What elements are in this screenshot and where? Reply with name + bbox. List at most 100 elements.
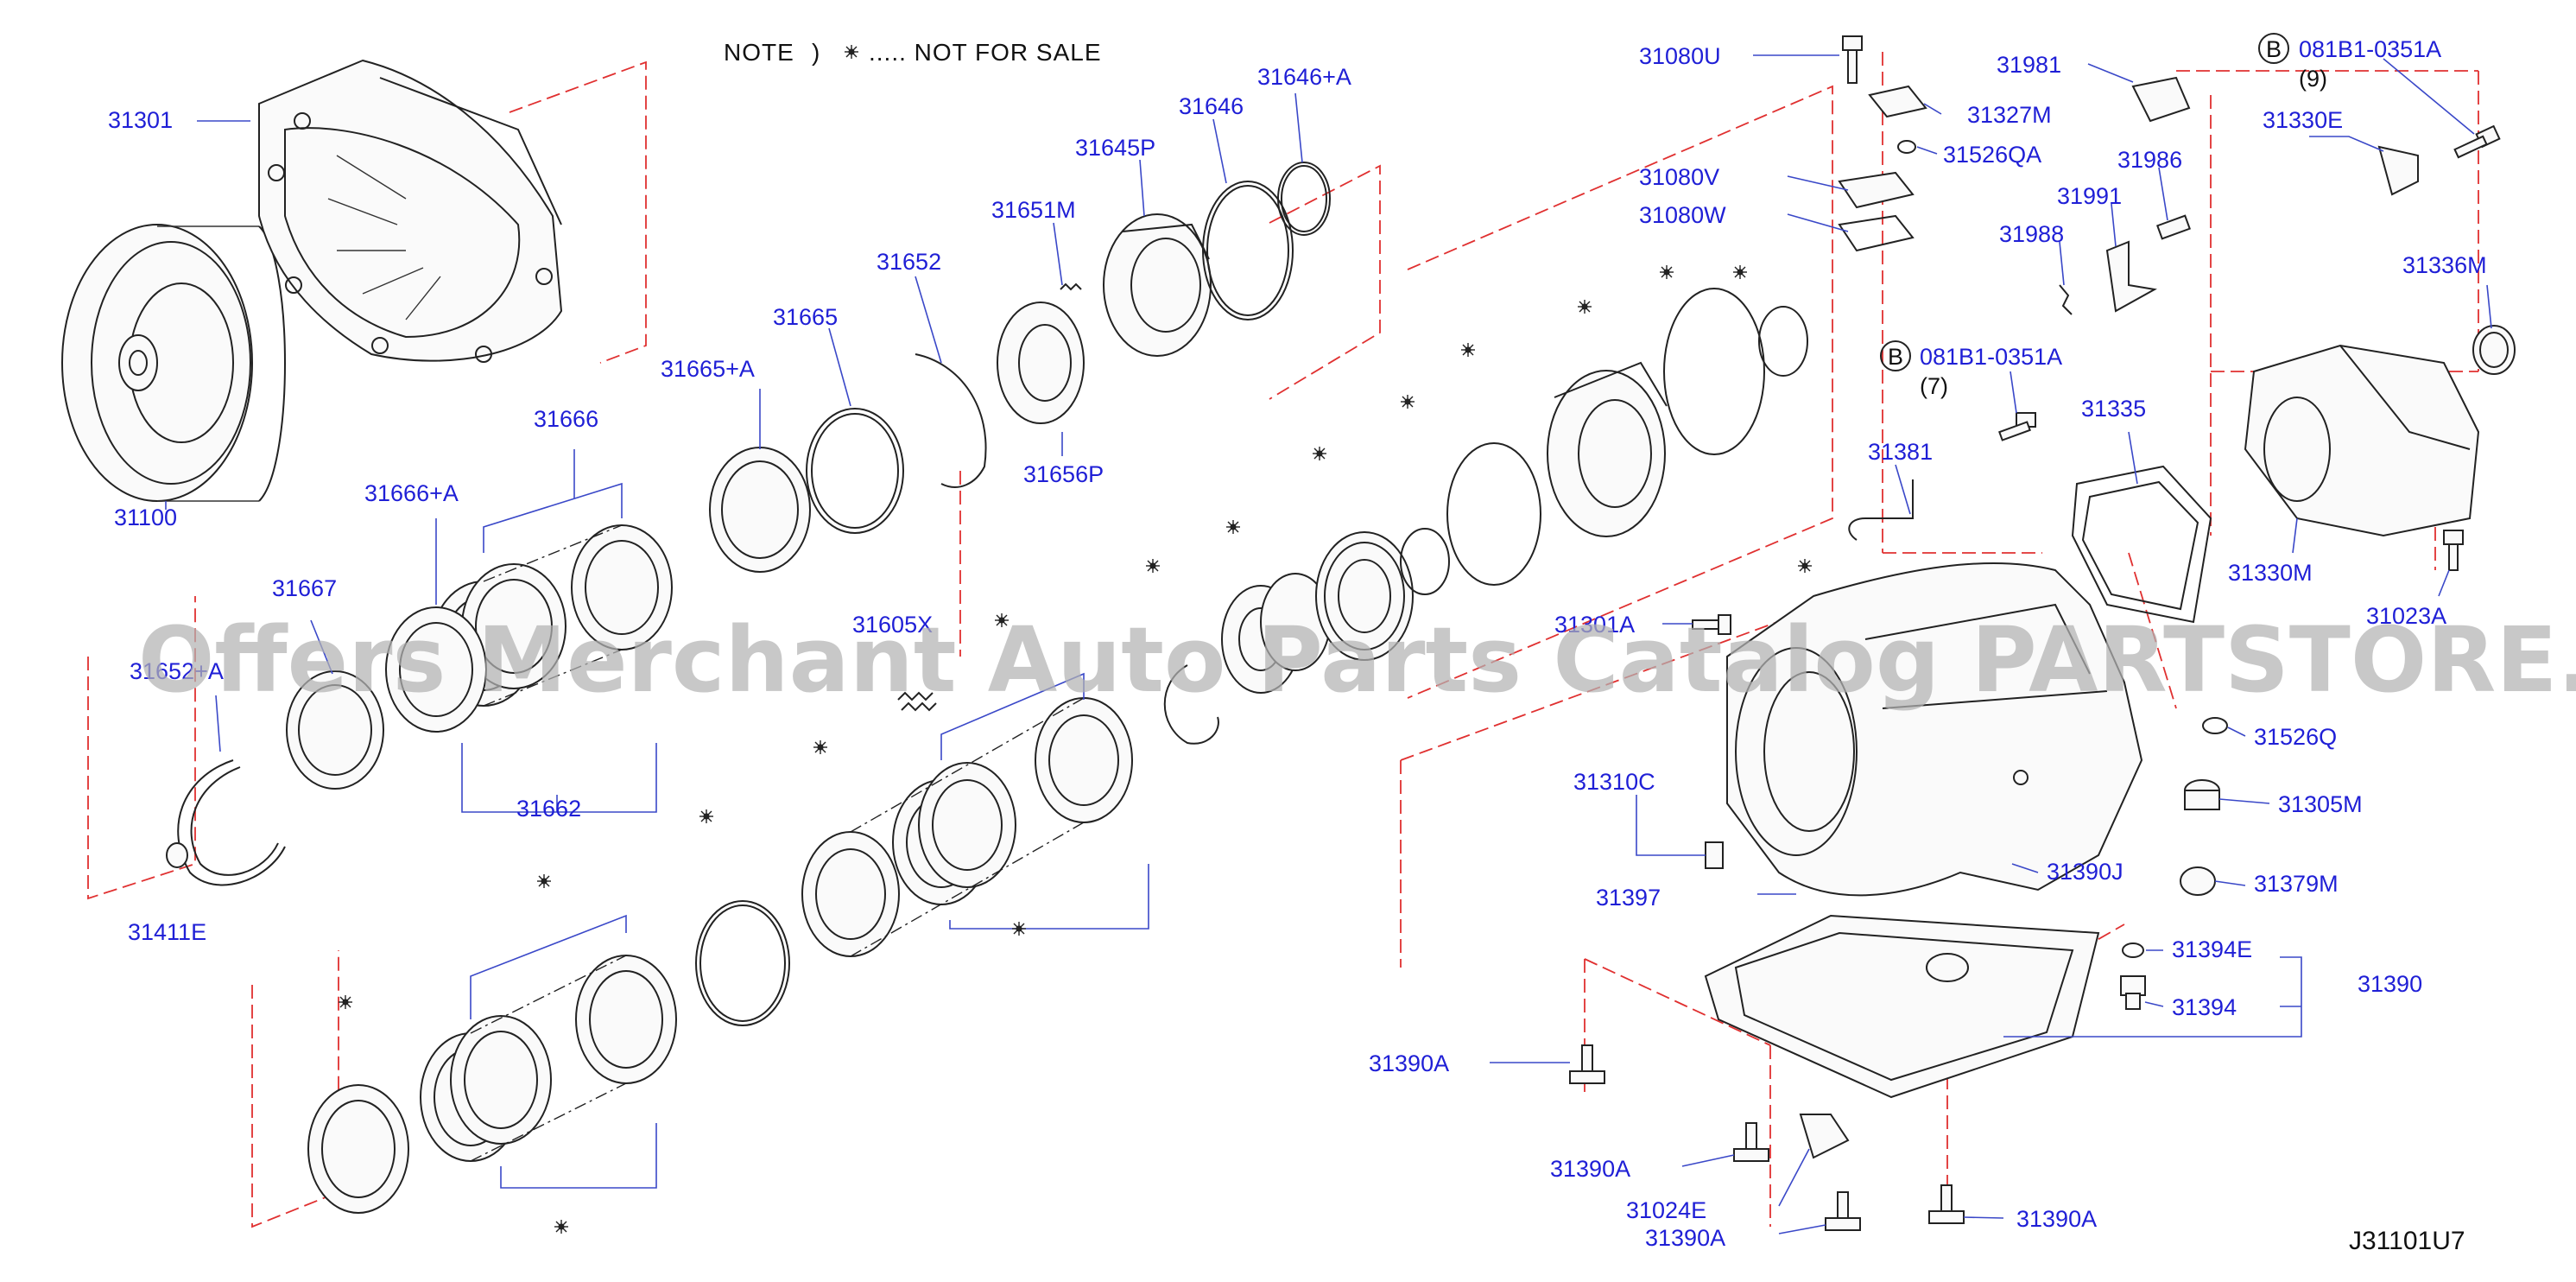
- spring-31651m[interactable]: [1060, 282, 1082, 291]
- label-31301a[interactable]: 31301A: [1554, 612, 1635, 638]
- bracket-31981[interactable]: [2131, 76, 2191, 123]
- bolt-31390a-b[interactable]: [1733, 1122, 1769, 1162]
- pin-31310c[interactable]: [1705, 841, 1724, 869]
- bolt-ref-code-upper[interactable]: 081B1-0351A: [2299, 36, 2441, 62]
- label-31646a[interactable]: 31646+A: [1257, 64, 1351, 90]
- oring-31411e[interactable]: [166, 842, 188, 868]
- oil-pan[interactable]: [1704, 914, 2100, 1099]
- label-31336m[interactable]: 31336M: [2402, 252, 2487, 278]
- label-31023a[interactable]: 31023A: [2366, 603, 2446, 629]
- bolt-081b1-lower[interactable]: [1998, 412, 2036, 441]
- snap-ring-31652[interactable]: [915, 353, 987, 488]
- label-31652[interactable]: 31652: [877, 249, 941, 275]
- piston-31645p[interactable]: [1103, 213, 1212, 357]
- label-31379m[interactable]: 31379M: [2254, 871, 2339, 897]
- clutch-pack-31662[interactable]: [385, 606, 487, 733]
- label-31394[interactable]: 31394: [2172, 994, 2237, 1020]
- label-31665[interactable]: 31665: [773, 304, 838, 330]
- label-31526q[interactable]: 31526Q: [2254, 724, 2337, 750]
- transmission-case[interactable]: [1726, 562, 2143, 897]
- label-31080u[interactable]: 31080U: [1639, 43, 1721, 69]
- clutch-plate-31667[interactable]: [286, 670, 384, 790]
- washer-31394e[interactable]: [2122, 942, 2144, 958]
- label-31024e[interactable]: 31024E: [1626, 1197, 1706, 1223]
- bolt-31301a[interactable]: [1692, 614, 1731, 635]
- seal-small-nfs[interactable]: [1400, 528, 1450, 595]
- bolt-31023a[interactable]: [2443, 530, 2464, 571]
- label-31666[interactable]: 31666: [534, 406, 598, 432]
- label-31397[interactable]: 31397: [1596, 885, 1661, 911]
- bracket-31024e[interactable]: [1799, 1114, 1850, 1159]
- seal-large-nfs[interactable]: [1446, 442, 1541, 586]
- lever-31991[interactable]: [2105, 240, 2157, 313]
- torque-converter[interactable]: [61, 224, 286, 502]
- label-31667[interactable]: 31667: [272, 575, 337, 601]
- gasket-31080v[interactable]: [1838, 171, 1915, 209]
- label-31605x[interactable]: 31605X: [852, 612, 933, 638]
- gasket-31335[interactable]: [2071, 465, 2212, 624]
- snap-ring-31665[interactable]: [806, 408, 904, 534]
- bolt-ref-lower[interactable]: B 081B1-0351A (7): [1880, 340, 2062, 399]
- oring-31526qa[interactable]: [1897, 140, 1916, 154]
- clutch-plate-31665a[interactable]: [709, 447, 811, 573]
- snap-ring-31652a[interactable]: [177, 759, 286, 886]
- label-31305m[interactable]: 31305M: [2278, 791, 2363, 817]
- label-31330e[interactable]: 31330E: [2263, 107, 2343, 133]
- label-31646[interactable]: 31646: [1179, 93, 1244, 119]
- seal-ring-31646a[interactable]: [1277, 162, 1331, 236]
- label-31645p[interactable]: 31645P: [1075, 135, 1155, 161]
- label-31390a-3[interactable]: 31390A: [1645, 1225, 1725, 1251]
- seal-ring-nfs-1[interactable]: [1663, 288, 1765, 455]
- bearing-nfs[interactable]: [1315, 531, 1414, 661]
- bolt-31390a-c[interactable]: [1825, 1191, 1861, 1231]
- label-31665a[interactable]: 31665+A: [661, 356, 755, 382]
- label-31411e[interactable]: 31411E: [128, 919, 206, 945]
- bracket-31330e[interactable]: [2377, 145, 2419, 196]
- seal-ring-31646[interactable]: [1202, 181, 1294, 320]
- converter-housing[interactable]: [258, 59, 563, 363]
- spring-retainer-31656p[interactable]: [997, 301, 1085, 424]
- label-31390j[interactable]: 31390J: [2047, 859, 2123, 885]
- bolt-31080u[interactable]: [1842, 35, 1863, 84]
- tube-31381[interactable]: [1848, 479, 1914, 541]
- label-31080w[interactable]: 31080W: [1639, 202, 1726, 228]
- label-31335[interactable]: 31335: [2081, 396, 2146, 422]
- snap-ring-nfs[interactable]: [1163, 664, 1219, 745]
- label-31390[interactable]: 31390: [2358, 971, 2422, 997]
- spring-31605x[interactable]: [897, 691, 937, 712]
- extension-housing-31330m[interactable]: [2244, 344, 2480, 537]
- seal-ring-nfs-3[interactable]: [695, 900, 790, 1026]
- gear-set-nfs[interactable]: [1221, 573, 1331, 694]
- label-31526qa[interactable]: 31526QA: [1943, 142, 2041, 168]
- label-31100[interactable]: 31100: [114, 505, 177, 530]
- bolt-31390a-d[interactable]: [1928, 1184, 1965, 1224]
- label-31986[interactable]: 31986: [2117, 147, 2182, 173]
- label-31656p[interactable]: 31656P: [1023, 461, 1104, 487]
- label-31301[interactable]: 31301: [108, 107, 173, 133]
- label-31390a-4[interactable]: 31390A: [2016, 1206, 2097, 1232]
- label-31988[interactable]: 31988: [1999, 221, 2064, 247]
- drum-nfs[interactable]: [1547, 361, 1668, 537]
- label-31666a[interactable]: 31666+A: [364, 480, 459, 506]
- label-31981[interactable]: 31981: [1997, 52, 2061, 78]
- gasket-31080w[interactable]: [1838, 214, 1915, 252]
- label-31330m[interactable]: 31330M: [2228, 560, 2313, 586]
- label-31662[interactable]: 31662: [516, 796, 581, 822]
- label-31310c[interactable]: 31310C: [1573, 769, 1655, 795]
- label-31390a-1[interactable]: 31390A: [1369, 1050, 1449, 1076]
- cover-31327m[interactable]: [1868, 85, 1927, 118]
- bolt-ref-code-lower[interactable]: 081B1-0351A: [1920, 344, 2062, 370]
- oring-31526q[interactable]: [2202, 717, 2228, 734]
- label-31080v[interactable]: 31080V: [1639, 164, 1719, 190]
- bolt-ref-upper[interactable]: B 081B1-0351A (9): [2258, 33, 2441, 92]
- bolt-081b1-upper[interactable]: [2453, 124, 2501, 159]
- plug-31394[interactable]: [2120, 975, 2146, 1010]
- plug-31305m[interactable]: [2184, 779, 2220, 810]
- label-31327m[interactable]: 31327M: [1967, 102, 2052, 128]
- seal-ring-nfs-2[interactable]: [1758, 306, 1808, 377]
- spring-31988[interactable]: [2059, 284, 2073, 315]
- label-31991[interactable]: 31991: [2057, 183, 2122, 209]
- label-31381[interactable]: 31381: [1868, 439, 1933, 465]
- plug-31379m[interactable]: [2180, 866, 2216, 896]
- bolt-31390a-a[interactable]: [1569, 1044, 1605, 1084]
